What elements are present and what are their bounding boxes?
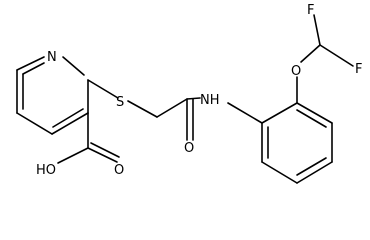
bond-ring-c4-c3-inner [52,108,84,128]
bond-chf2-f2 [319,44,354,67]
atom-f2-label: F [355,62,362,77]
atom-ho-label: HO [36,163,56,178]
bond-ph-1-2 [261,102,298,124]
atom-n-label: N [47,50,57,65]
amide-group [186,97,263,141]
bond-c2-s [87,79,119,99]
atom-o-acid-label: O [114,163,124,178]
bond-ring-c2-n [62,56,85,76]
atom-s-label: S [116,95,124,110]
bond-ph-4-5-inner [296,157,327,176]
thioether-linker [87,79,188,118]
bond-ph-4-5 [296,161,333,184]
phenyl-ring [261,102,333,184]
bond-ph-5-6 [261,161,298,184]
bond-chf2-f1 [313,14,321,46]
bond-ph-2-3-inner [296,109,327,128]
bond-carboxyl-o-double-2 [90,142,120,158]
bond-o-chf2 [300,44,321,63]
bond-ph-2-3 [296,102,333,124]
bond-carboxyl-oh [57,147,89,164]
difluoromethoxy-group [296,14,354,104]
bond-ring-c5-c4 [16,112,53,135]
molecule-structure: N S NH O F F O O HO [16,3,362,184]
atom-o-ether-label: O [291,64,301,79]
bond-ch2-carbonyl [156,98,188,118]
bond-ring-c4-c3 [51,112,89,135]
pyridine-ring [16,56,89,135]
atom-nh-label: NH [200,93,220,108]
bond-carbonyl-nh [186,97,201,100]
bond-ring-n-c6 [16,56,45,71]
carboxylic-acid-group [57,112,120,164]
bond-ring-n-c6-inner [22,62,45,75]
atom-f1-label: F [307,3,314,18]
atom-o-amide-label: O [184,141,194,156]
bond-carboxyl-o-double-1 [87,147,118,163]
bond-nh-phenyl [227,102,263,124]
bond-s-ch2 [127,100,158,118]
